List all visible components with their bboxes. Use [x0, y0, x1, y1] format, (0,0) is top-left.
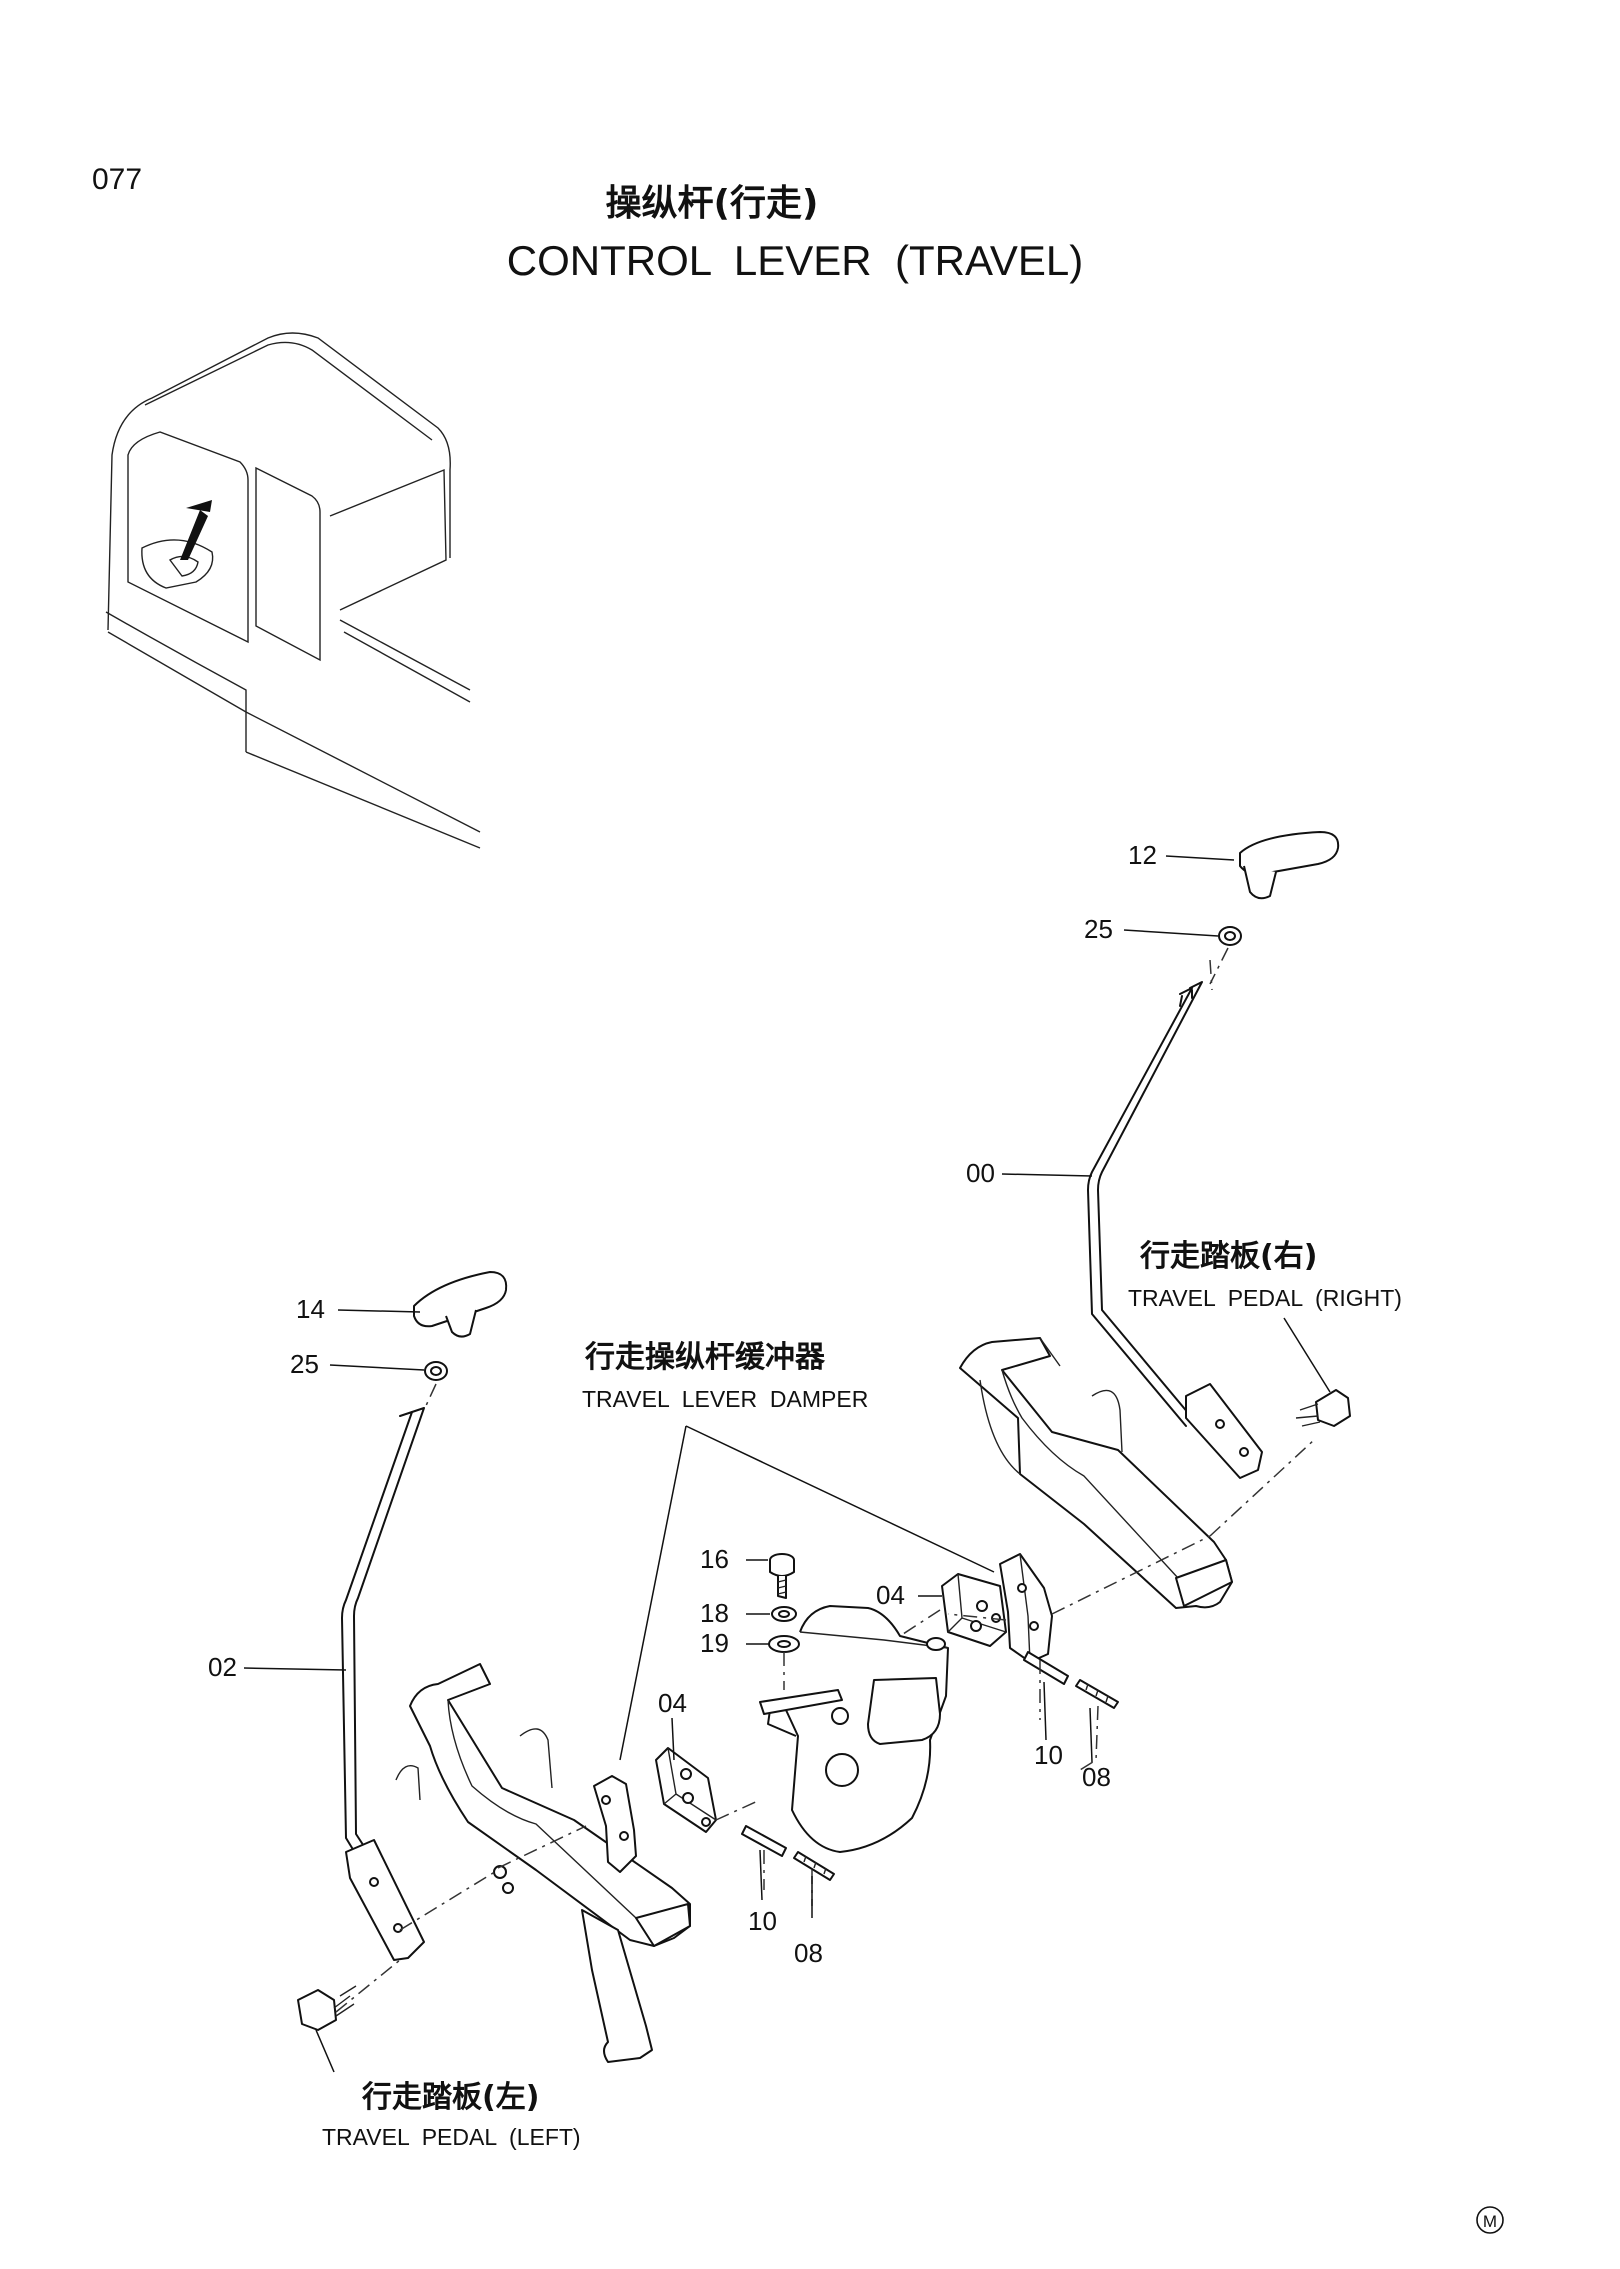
left-lever-assembly [341, 1271, 508, 1961]
label-part-19: 19 [700, 1628, 729, 1658]
label-part-04-right: 04 [876, 1580, 905, 1610]
left-pedal-bolt [297, 1989, 337, 2031]
damper-callout-en: TRAVEL LEVER DAMPER [582, 1386, 868, 1412]
right-lever-assembly [1087, 831, 1340, 1479]
left-damper-block [655, 1747, 717, 1833]
right-lever-bracket [1185, 1383, 1263, 1479]
corner-mark-letter: M [1483, 2212, 1497, 2231]
pedal-left-callout-en: TRAVEL PEDAL (LEFT) [322, 2124, 581, 2150]
pilot-valve [759, 1605, 949, 1853]
label-part-04-left: 04 [658, 1688, 687, 1718]
right-lever-rod [1097, 981, 1203, 1421]
label-part-16: 16 [700, 1544, 729, 1574]
bolt-16 [769, 1553, 795, 1599]
spring-pin-08-right [1075, 1679, 1119, 1709]
label-part-08-left: 08 [794, 1938, 823, 1968]
washer-19 [768, 1635, 800, 1653]
label-part-08-right: 08 [1082, 1762, 1111, 1792]
left-lever-bracket [345, 1839, 425, 1961]
right-travel-pedal [959, 1337, 1233, 1609]
damper-callout-cn: 行走操纵杆缓冲器 [584, 1340, 826, 1375]
left-lever-knob [413, 1271, 508, 1328]
page-number: 077 [92, 163, 142, 196]
right-pedal-bolt [1315, 1389, 1351, 1427]
title-english: CONTROL LEVER (TRAVEL) [507, 237, 1083, 284]
lock-washer-18 [771, 1606, 797, 1622]
pedal-right-callout-en: TRAVEL PEDAL (RIGHT) [1128, 1285, 1402, 1311]
label-part-18: 18 [700, 1598, 729, 1628]
pedal-left-callout-cn: 行走踏板(左) [361, 2080, 539, 2115]
label-part-00: 00 [966, 1158, 995, 1188]
cab-illustration [105, 332, 481, 849]
title-chinese: 操纵杆(行走) [606, 183, 819, 224]
pedal-right-callout-cn: 行走踏板(右) [1139, 1239, 1317, 1274]
label-part-12: 12 [1128, 840, 1157, 870]
corner-mark-circle [1476, 2206, 1504, 2234]
label-part-10-right: 10 [1034, 1740, 1063, 1770]
label-part-25-right: 25 [1084, 914, 1113, 944]
label-part-25-left: 25 [290, 1349, 319, 1379]
label-part-14: 14 [296, 1294, 325, 1324]
left-lever-rod [353, 1407, 425, 1881]
right-damper-bracket [999, 1553, 1053, 1663]
right-lever-knob [1239, 831, 1340, 876]
left-damper-bracket [593, 1775, 637, 1873]
label-part-02: 02 [208, 1652, 237, 1682]
pin-10-left [741, 1825, 787, 1857]
label-part-10-left: 10 [748, 1906, 777, 1936]
left-travel-pedal [395, 1663, 691, 2063]
pin-10-right [1023, 1651, 1069, 1685]
spring-pin-08-left [793, 1851, 835, 1881]
right-damper-block [941, 1573, 1007, 1647]
